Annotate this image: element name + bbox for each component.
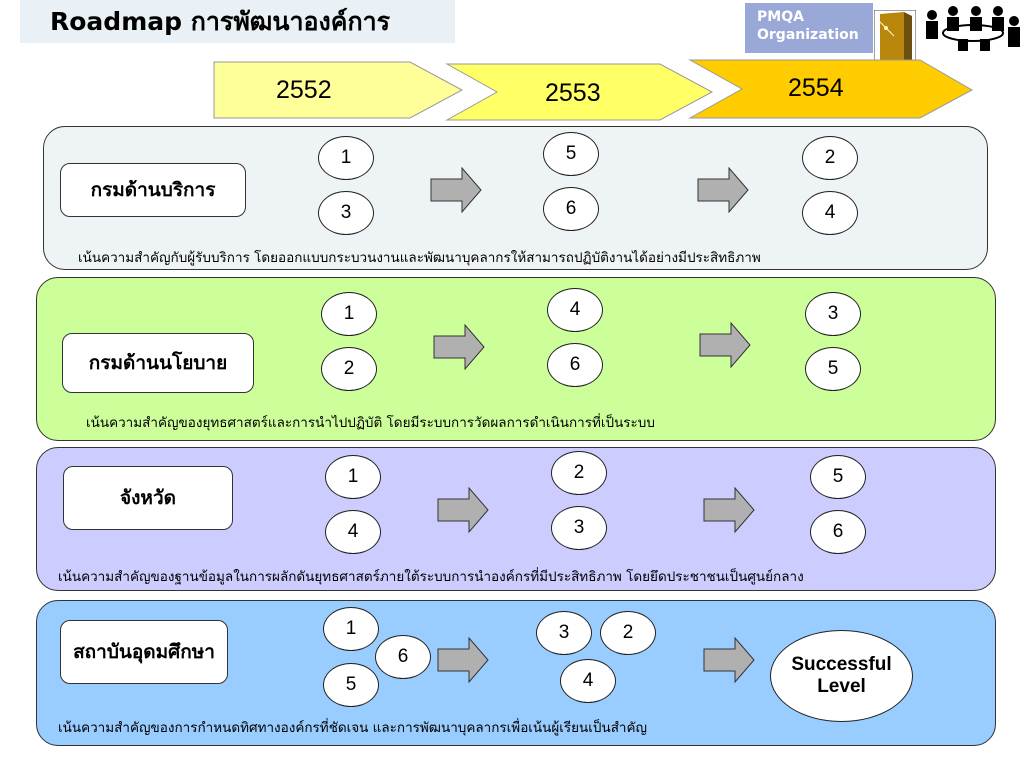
row-description: เน้นความสำคัญของฐานข้อมูลในการผลักดันยุท…	[58, 569, 804, 585]
meeting-people-icon	[918, 3, 1024, 53]
right-arrow-icon	[697, 167, 749, 213]
pmqa-logo: PMQA Organization	[745, 3, 873, 53]
right-arrow-icon	[430, 167, 482, 213]
step-oval: 4	[547, 288, 603, 332]
right-arrow-icon	[437, 487, 489, 533]
year-2553: 2553	[545, 79, 601, 107]
row-description: เน้นความสำคัญของยุทธศาสตร์และการนำไปปฏิบ…	[86, 415, 655, 431]
step-oval: 5	[543, 132, 599, 176]
step-oval: 6	[547, 343, 603, 387]
step-oval: 4	[802, 191, 858, 235]
row-label-service: กรมด้านบริการ	[60, 163, 246, 217]
page-title: Roadmap การพัฒนาองค์การ	[20, 0, 455, 43]
step-oval: 2	[321, 347, 377, 391]
step-oval: 1	[318, 136, 374, 180]
step-oval: 2	[802, 136, 858, 180]
step-oval: 3	[318, 191, 374, 235]
right-arrow-icon	[699, 322, 751, 368]
row-label-province: จังหวัด	[63, 466, 233, 530]
row-description: เน้นความสำคัญของการกำหนดทิศทางองค์กรที่ช…	[58, 720, 648, 736]
success-line2: Level	[817, 676, 866, 697]
step-oval: 3	[805, 292, 861, 336]
right-arrow-icon	[437, 637, 489, 683]
year-arrow-2552	[213, 61, 464, 119]
logo-line1: PMQA	[757, 9, 804, 25]
step-oval: 6	[543, 187, 599, 231]
step-oval: 2	[600, 611, 656, 655]
right-arrow-icon	[703, 487, 755, 533]
successful-level-oval: Successful Level	[770, 630, 913, 722]
row-label-university: สถาบันอุดมศึกษา	[60, 620, 228, 684]
door-icon	[874, 10, 916, 64]
step-oval: 5	[805, 347, 861, 391]
step-oval: 1	[321, 292, 377, 336]
row-label-policy: กรมด้านนโยบาย	[62, 333, 254, 393]
step-oval: 6	[810, 510, 866, 554]
step-oval: 1	[323, 607, 379, 651]
step-oval: 2	[551, 451, 607, 495]
step-oval: 1	[325, 455, 381, 499]
step-oval: 3	[551, 506, 607, 550]
row-description: เน้นความสำคัญกับผู้รับบริการ โดยออกแบบกร…	[78, 250, 761, 266]
step-oval: 5	[323, 663, 379, 707]
success-line1: Successful	[791, 654, 892, 675]
step-oval: 6	[375, 635, 431, 679]
step-oval: 3	[536, 611, 592, 655]
step-oval: 5	[810, 455, 866, 499]
year-2554: 2554	[788, 74, 844, 102]
right-arrow-icon	[433, 324, 485, 370]
year-2552: 2552	[276, 76, 332, 104]
step-oval: 4	[325, 510, 381, 554]
step-oval: 4	[560, 659, 616, 703]
logo-line2: Organization	[757, 27, 859, 43]
right-arrow-icon	[703, 637, 755, 683]
